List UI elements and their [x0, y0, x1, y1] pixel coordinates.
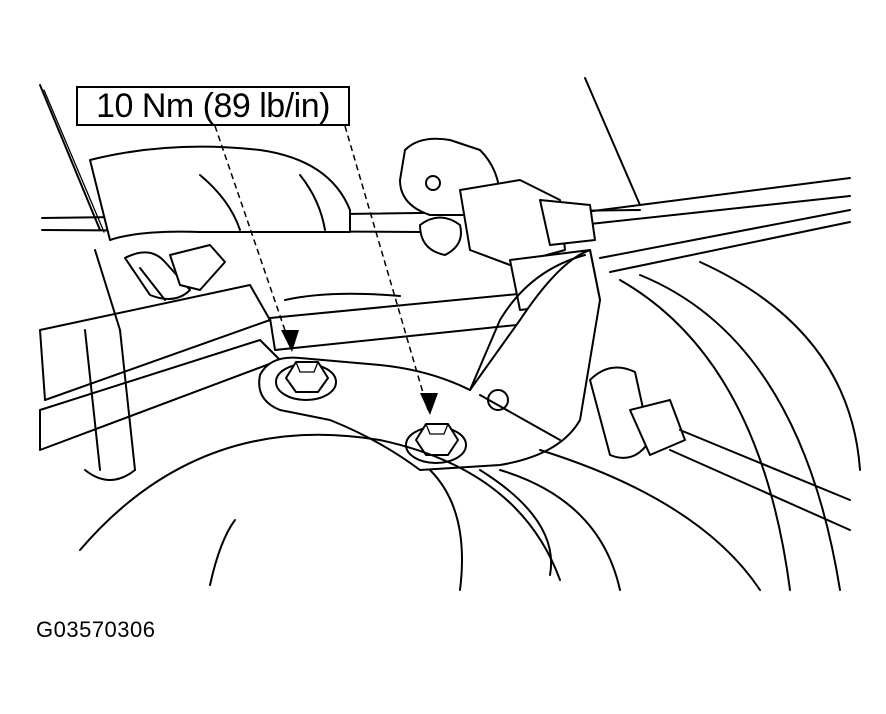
upper-hose — [89, 145, 351, 241]
lower-housing — [79, 433, 761, 591]
hex-bolt-icon — [405, 423, 467, 464]
end-fitting — [589, 366, 851, 531]
arrow-down-icon — [420, 393, 438, 415]
arrow-down-icon — [281, 330, 299, 352]
torque-callout: 10 Nm (89 lb/in) — [76, 86, 350, 126]
hose-clamp — [124, 244, 226, 301]
callout-leaders — [214, 125, 429, 411]
mounting-bracket — [258, 249, 601, 471]
hex-bolt-icon — [275, 361, 337, 401]
figure-id: G03570306 — [36, 617, 156, 642]
